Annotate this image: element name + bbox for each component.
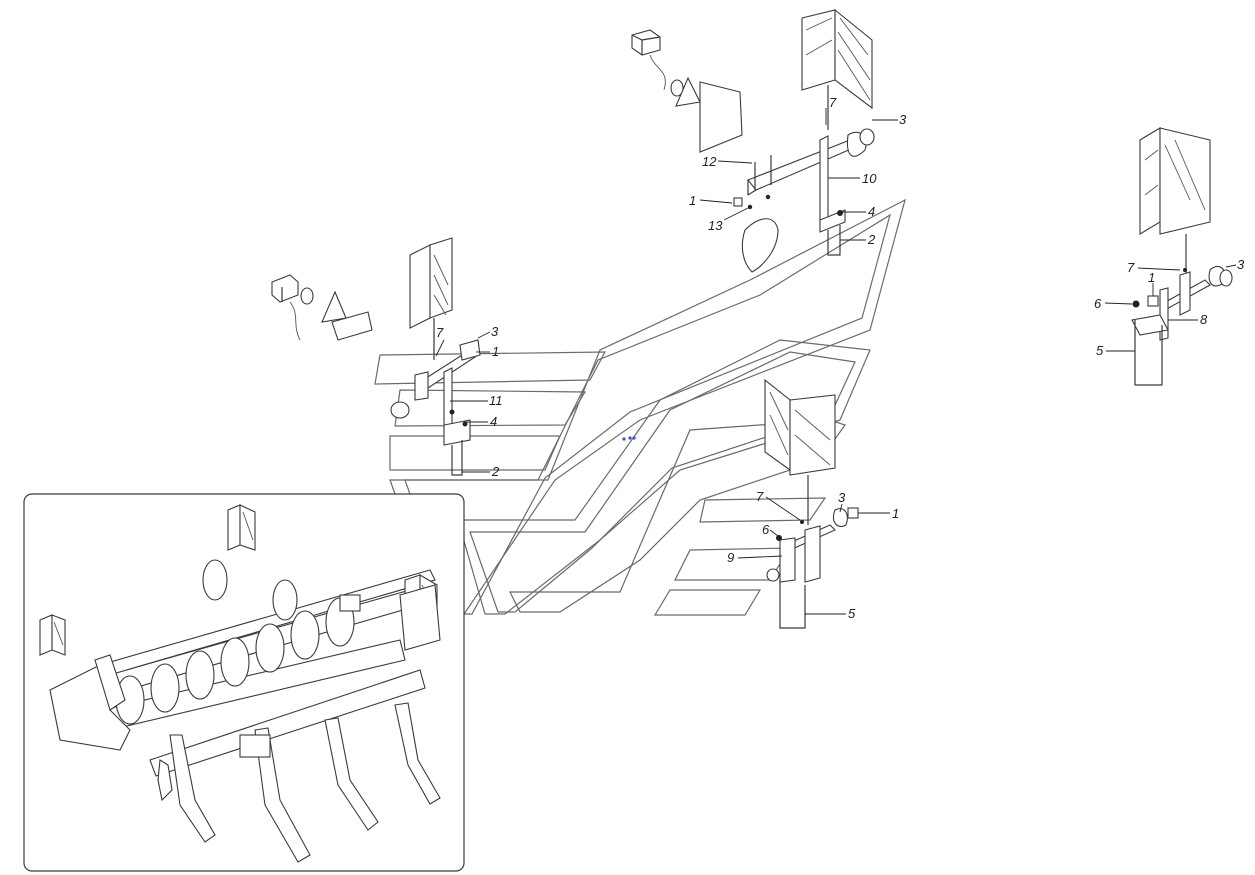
warning-board-left bbox=[801, 9, 836, 91]
u-bolt bbox=[1134, 320, 1163, 386]
callout-5: 5 bbox=[848, 606, 856, 621]
blue-dot bbox=[622, 437, 626, 441]
callout-3: 3 bbox=[491, 324, 499, 339]
callout-labels: 3 7 12 10 1 13 4 2 7 3 1 11 4 2 7 3 1 6 … bbox=[436, 95, 1245, 621]
triangle-reflector bbox=[675, 76, 701, 107]
shanks bbox=[157, 702, 441, 863]
assembly-c bbox=[1131, 127, 1233, 386]
callout-7: 7 bbox=[829, 95, 837, 110]
warning-board-right bbox=[834, 8, 873, 110]
callout-11: 11 bbox=[489, 393, 503, 408]
blue-dot bbox=[628, 436, 632, 440]
callout-7: 7 bbox=[436, 325, 444, 340]
callout-6: 6 bbox=[762, 522, 770, 537]
overview-inset bbox=[23, 493, 465, 872]
cable bbox=[649, 54, 666, 91]
callout-6: 6 bbox=[1094, 296, 1102, 311]
callout-4: 4 bbox=[490, 414, 497, 429]
callout-13: 13 bbox=[708, 218, 723, 233]
post bbox=[443, 367, 453, 433]
callout-7: 7 bbox=[1127, 260, 1135, 275]
beam bbox=[747, 139, 860, 191]
callout-1: 1 bbox=[1148, 270, 1155, 285]
lamp-shield bbox=[741, 218, 779, 273]
assembly-d bbox=[764, 378, 859, 629]
plate bbox=[699, 81, 743, 153]
callout-10: 10 bbox=[862, 171, 877, 186]
post bbox=[819, 135, 829, 225]
lens bbox=[670, 79, 684, 97]
u-bolt bbox=[827, 225, 841, 256]
lamp-box bbox=[271, 274, 299, 303]
callout-7: 7 bbox=[756, 489, 764, 504]
callout-1: 1 bbox=[892, 506, 899, 521]
lamp-box bbox=[631, 29, 661, 56]
callout-2: 2 bbox=[491, 464, 500, 479]
callout-9: 9 bbox=[727, 550, 734, 565]
assembly-a bbox=[631, 8, 875, 273]
blue-dot bbox=[632, 436, 636, 440]
callout-3: 3 bbox=[899, 112, 907, 127]
callout-1: 1 bbox=[492, 344, 499, 359]
warning-board-left bbox=[409, 244, 431, 329]
callout-5: 5 bbox=[1096, 343, 1104, 358]
callout-2: 2 bbox=[867, 232, 876, 247]
cable bbox=[289, 301, 301, 341]
callout-8: 8 bbox=[1200, 312, 1208, 327]
callout-4: 4 bbox=[868, 204, 875, 219]
callout-1: 1 bbox=[689, 193, 696, 208]
callout-3: 3 bbox=[1237, 257, 1245, 272]
callout-12: 12 bbox=[702, 154, 717, 169]
leader-lines bbox=[435, 108, 1237, 615]
callout-3: 3 bbox=[838, 490, 846, 505]
assembly-b bbox=[271, 237, 481, 476]
u-bolt bbox=[779, 580, 806, 629]
